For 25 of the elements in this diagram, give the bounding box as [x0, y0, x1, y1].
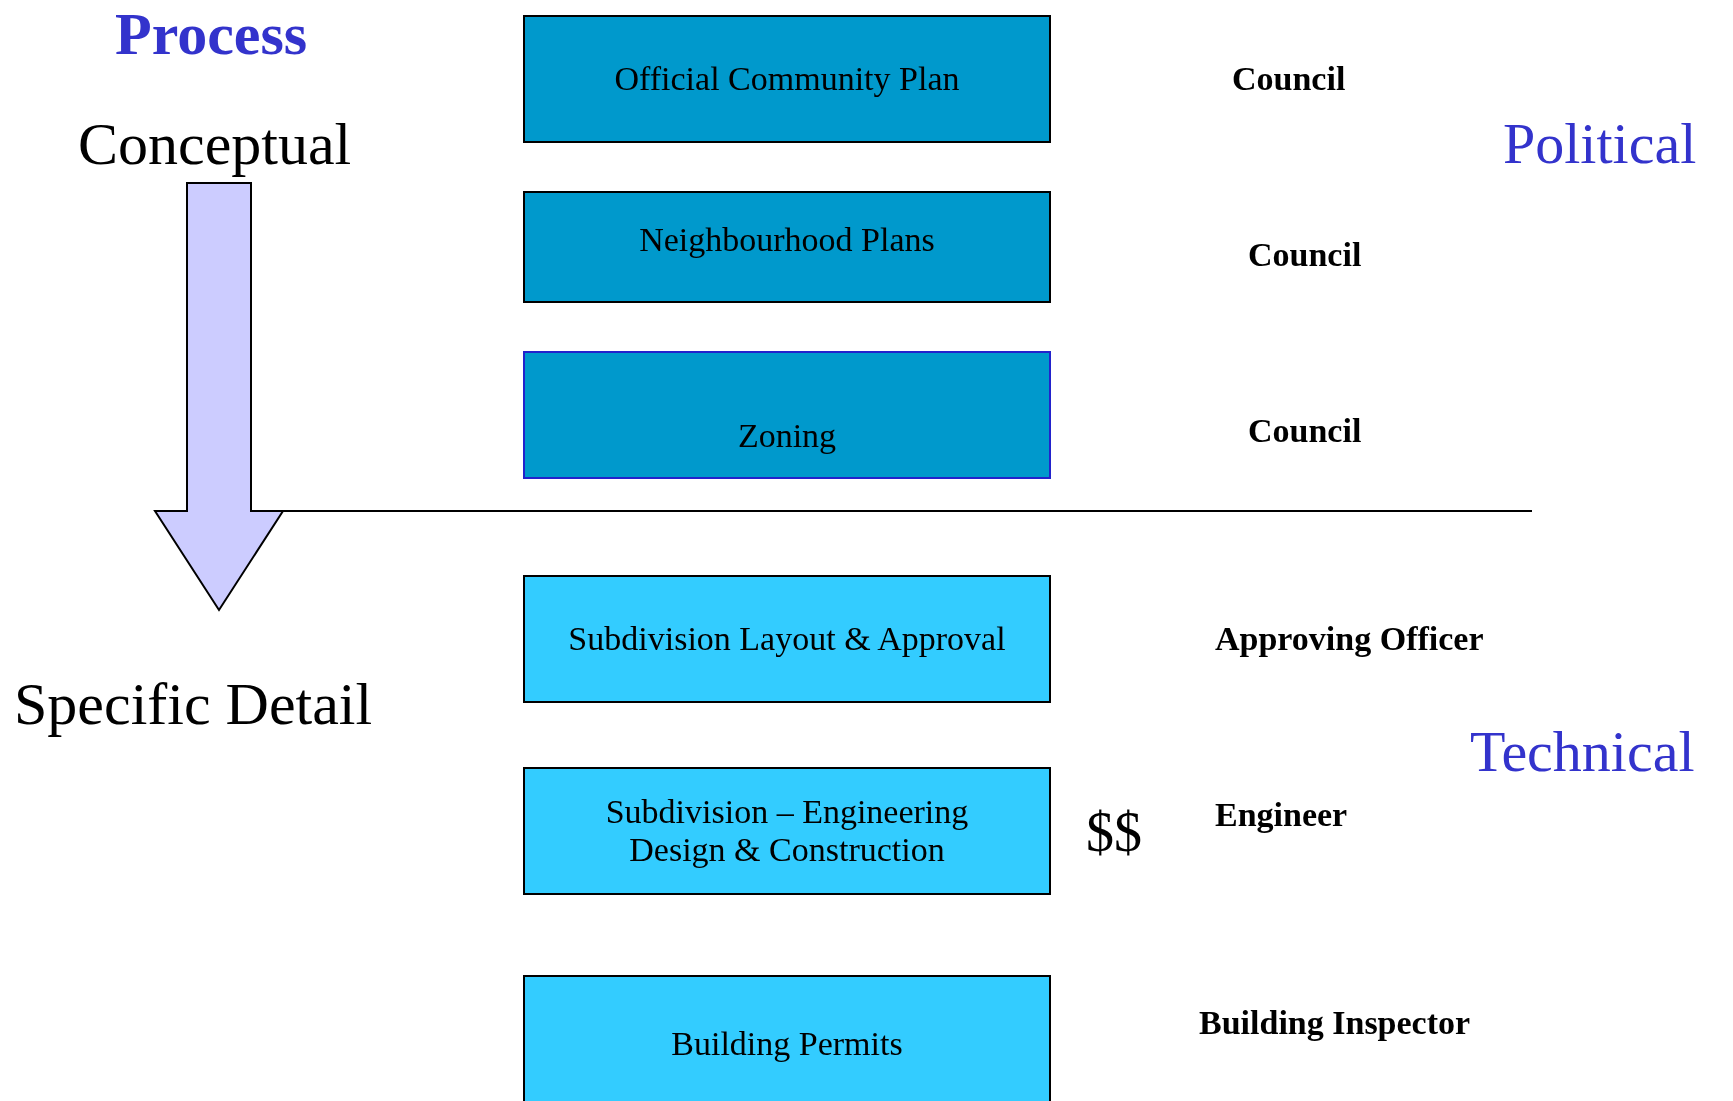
role-label: Building Inspector — [1199, 1004, 1471, 1042]
box-text: Neighbourhood Plans — [639, 221, 935, 259]
box-text: Building Permits — [671, 1025, 903, 1063]
process-box — [523, 15, 1051, 143]
box-text: Subdivision – Engineering Design & Construction — [604, 793, 970, 869]
process-box — [523, 351, 1051, 479]
process-box — [523, 575, 1051, 703]
block-arrow — [153, 182, 285, 612]
process-box — [523, 191, 1051, 303]
category-label: Political — [1503, 110, 1697, 177]
role-label: Approving Officer — [1215, 620, 1484, 658]
box-text: Subdivision Layout & Approval — [568, 620, 1006, 658]
stage-label: Specific Detail — [14, 670, 373, 739]
stage-label: Conceptual — [78, 110, 352, 179]
heading: Process — [115, 0, 308, 69]
box-text: Official Community Plan — [614, 60, 960, 98]
role-label: Council — [1232, 60, 1346, 98]
role-label: Council — [1248, 236, 1362, 274]
role-label: Council — [1248, 412, 1362, 450]
category-label: Technical — [1470, 718, 1695, 785]
process-box — [523, 767, 1051, 895]
box-text: Zoning — [737, 417, 837, 455]
role-label: Engineer — [1215, 796, 1348, 834]
process-box — [523, 975, 1051, 1101]
cost-label: $$ — [1086, 800, 1142, 864]
